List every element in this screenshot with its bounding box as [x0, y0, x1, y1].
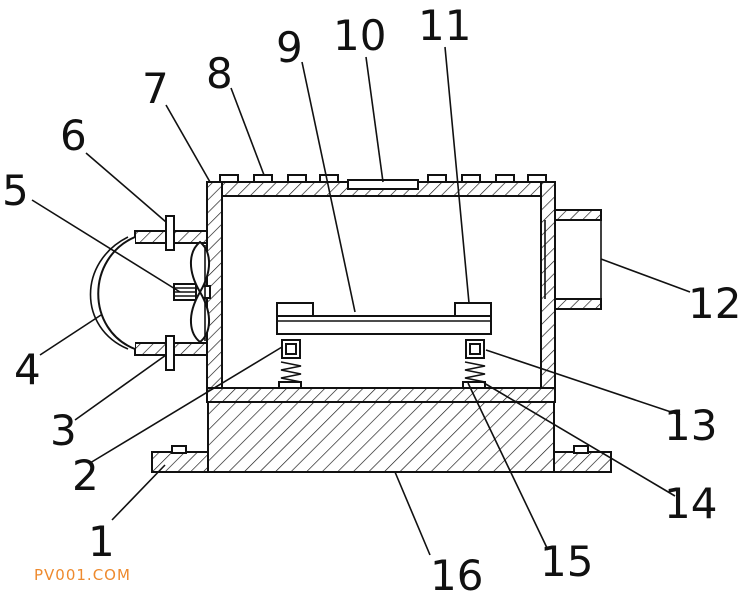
label-3: 3	[50, 406, 77, 455]
label-16: 16	[430, 551, 483, 599]
spring-damper-left	[278, 339, 302, 389]
leader-lines	[31, 46, 691, 556]
label-4: 4	[14, 345, 41, 394]
label-14: 14	[664, 479, 717, 528]
label-10: 10	[333, 11, 386, 60]
label-11: 11	[418, 1, 471, 50]
label-6: 6	[60, 111, 87, 160]
base-block	[207, 399, 555, 473]
top-vents	[219, 174, 547, 183]
label-9: 9	[276, 23, 303, 72]
fan-assembly	[89, 215, 211, 371]
support-plate	[276, 302, 492, 335]
base-flange	[151, 445, 612, 473]
label-2: 2	[72, 451, 99, 500]
label-1: 1	[88, 517, 115, 566]
label-12: 12	[688, 279, 741, 328]
label-5: 5	[2, 166, 29, 215]
watermark: PV001.COM	[34, 566, 131, 584]
housing	[206, 181, 556, 403]
label-13: 13	[664, 401, 717, 450]
label-15: 15	[540, 537, 593, 586]
label-8: 8	[206, 49, 233, 98]
spring-damper-right	[462, 339, 486, 389]
label-7: 7	[142, 64, 169, 113]
